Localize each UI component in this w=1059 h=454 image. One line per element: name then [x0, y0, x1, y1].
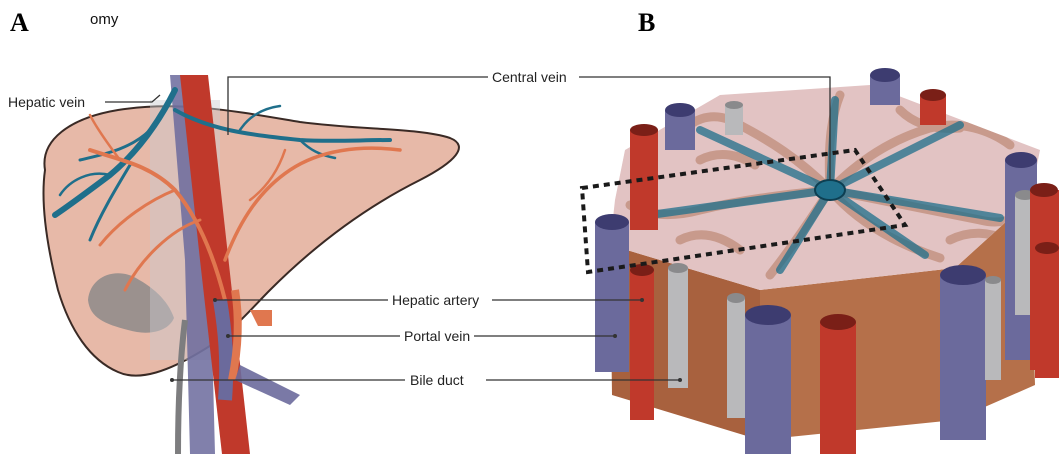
hepatic-lobule-illustration [582, 68, 1059, 454]
label-central-vein: Central vein [492, 70, 567, 84]
central-vein [815, 180, 845, 200]
liver-lobe-shape [43, 106, 458, 375]
label-hepatic-vein: Hepatic vein [8, 95, 85, 109]
label-portal-vein: Portal vein [404, 329, 470, 343]
liver-illustration [43, 75, 458, 454]
label-hepatic-artery: Hepatic artery [392, 293, 479, 307]
label-bile-duct: Bile duct [410, 373, 464, 387]
